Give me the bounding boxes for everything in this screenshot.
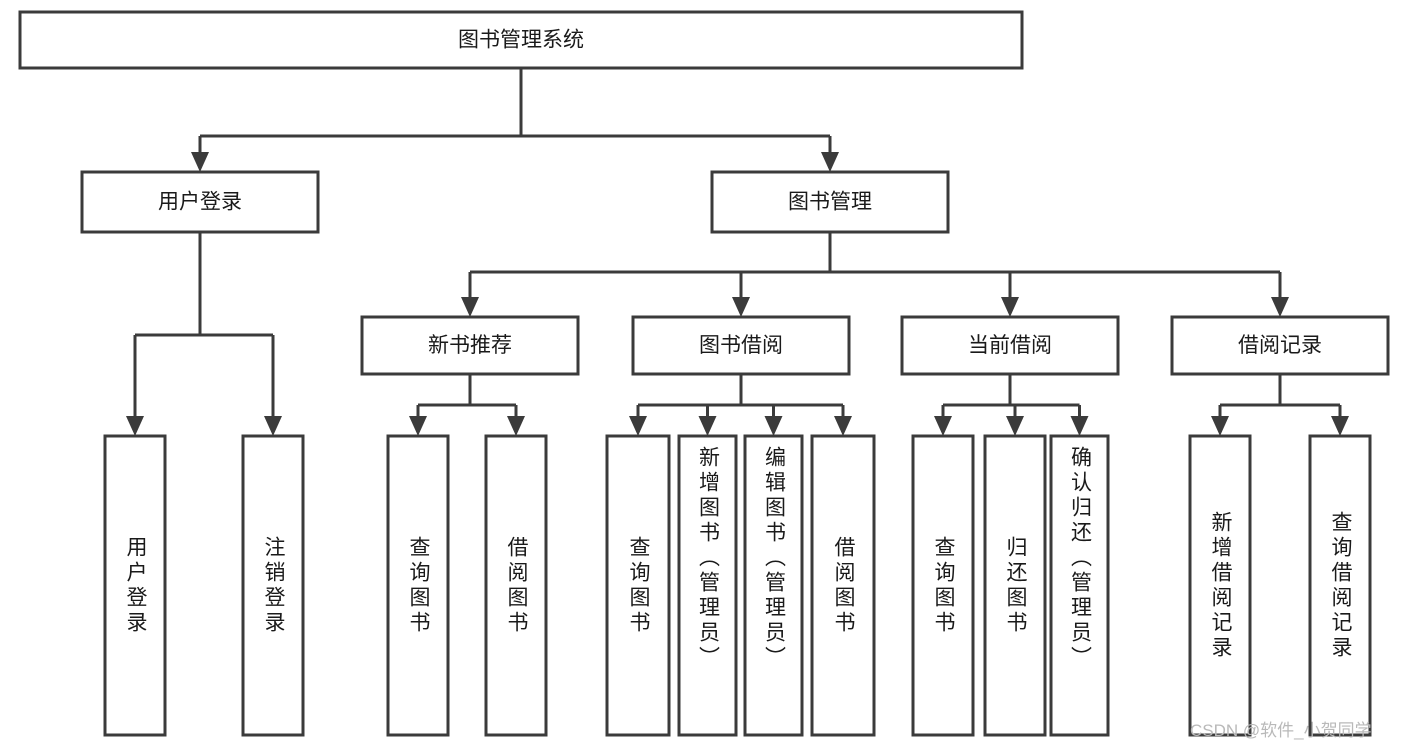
node-box-level2-1[interactable] bbox=[710, 170, 950, 234]
link-图书借阅-3-arrowhead bbox=[834, 416, 852, 436]
link-图书管理-2-arrowhead bbox=[1001, 297, 1019, 317]
link-图书管理-0-arrowhead bbox=[461, 297, 479, 317]
link-图书借阅-2-arrowhead bbox=[764, 416, 783, 436]
link-用户登录-1-arrowhead bbox=[264, 416, 282, 436]
link-当前借阅-1-arrowhead bbox=[1006, 416, 1024, 436]
node-label-当前借阅: 当前借阅 bbox=[968, 334, 1052, 357]
node-box-leaf-11[interactable] bbox=[1188, 434, 1252, 737]
node-box-leaf-1[interactable] bbox=[241, 434, 305, 737]
link-图书管理-3-arrowhead bbox=[1271, 297, 1289, 317]
connector-layer bbox=[126, 68, 1349, 436]
node-label-图书管理系统: 图书管理系统 bbox=[458, 29, 584, 52]
node-box-level3-3[interactable] bbox=[1170, 315, 1390, 376]
node-box-leaf-2[interactable] bbox=[386, 434, 450, 737]
node-label-借阅记录: 借阅记录 bbox=[1238, 334, 1322, 357]
node-box-leaf-10[interactable] bbox=[1049, 434, 1110, 737]
node-label-用户登录: 用户登录 bbox=[158, 191, 242, 214]
node-label-新书推荐: 新书推荐 bbox=[428, 334, 512, 357]
link-图书管理-1-arrowhead bbox=[732, 297, 750, 317]
link-用户登录-0-arrowhead bbox=[126, 416, 144, 436]
link-借阅记录-0-arrowhead bbox=[1211, 416, 1229, 436]
node-label-图书借阅: 图书借阅 bbox=[699, 334, 783, 357]
node-box-leaf-9[interactable] bbox=[983, 434, 1047, 737]
link-图书借阅-1-arrowhead bbox=[698, 416, 717, 436]
node-box-leaf-12[interactable] bbox=[1308, 434, 1372, 737]
link-当前借阅-0-arrowhead bbox=[934, 416, 952, 436]
link-新书推荐-1-arrowhead bbox=[507, 416, 525, 436]
link-图书借阅-0-arrowhead bbox=[629, 416, 647, 436]
node-box-leaf-5[interactable] bbox=[677, 434, 738, 737]
link-新书推荐-0-arrowhead bbox=[409, 416, 427, 436]
node-box-leaf-0[interactable] bbox=[103, 434, 167, 737]
node-box-level3-1[interactable] bbox=[631, 315, 851, 376]
node-box-leaf-3[interactable] bbox=[484, 434, 548, 737]
link-借阅记录-1-arrowhead bbox=[1331, 416, 1349, 436]
node-box-leaf-7[interactable] bbox=[810, 434, 876, 737]
node-box-leaf-4[interactable] bbox=[605, 434, 671, 737]
node-box-layer bbox=[18, 10, 1390, 737]
node-box-level3-0[interactable] bbox=[360, 315, 580, 376]
node-box-level2-0[interactable] bbox=[80, 170, 320, 234]
node-label-图书管理: 图书管理 bbox=[788, 191, 872, 214]
node-box-leaf-8[interactable] bbox=[911, 434, 975, 737]
node-box-level3-2[interactable] bbox=[900, 315, 1120, 376]
link-图书管理系统-0-arrowhead bbox=[191, 152, 209, 172]
node-box-root[interactable] bbox=[18, 10, 1024, 70]
link-当前借阅-2-arrowhead bbox=[1070, 416, 1089, 436]
node-box-leaf-6[interactable] bbox=[743, 434, 804, 737]
link-图书管理系统-1-arrowhead bbox=[821, 152, 839, 172]
